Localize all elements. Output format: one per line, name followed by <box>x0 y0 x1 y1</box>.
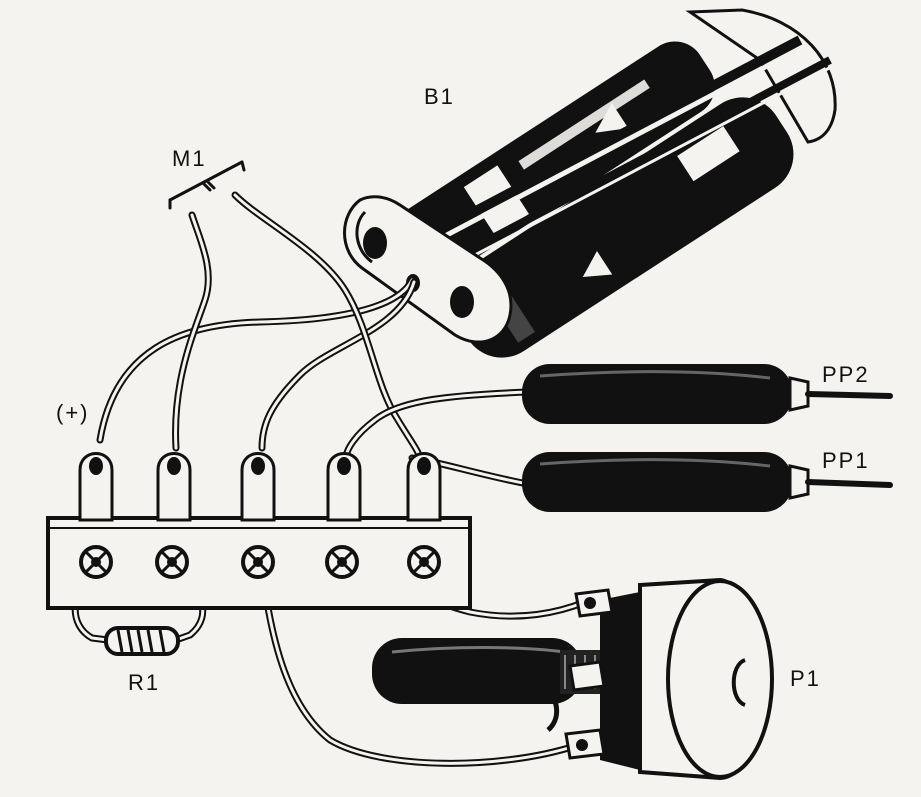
probe-pp2 <box>522 364 893 424</box>
terminal-lugs <box>78 452 442 522</box>
probe2-label: PP2 <box>822 362 870 387</box>
terminal-strip <box>46 452 472 610</box>
pot-label: P1 <box>790 666 821 691</box>
resistor-r1 <box>104 626 180 656</box>
meter-label: M1 <box>172 146 207 171</box>
meter-lead-marker <box>168 160 246 210</box>
potentiometer-p1 <box>372 577 774 781</box>
probe-pp1 <box>522 452 893 512</box>
wires <box>71 191 589 767</box>
battery-holder-b1 <box>343 8 837 358</box>
terminal-screws <box>79 545 441 579</box>
battery-label: B1 <box>424 84 455 109</box>
plus-terminal-label: (+) <box>56 400 90 425</box>
probe1-label: PP1 <box>822 448 870 473</box>
resistor-label: R1 <box>128 670 160 695</box>
